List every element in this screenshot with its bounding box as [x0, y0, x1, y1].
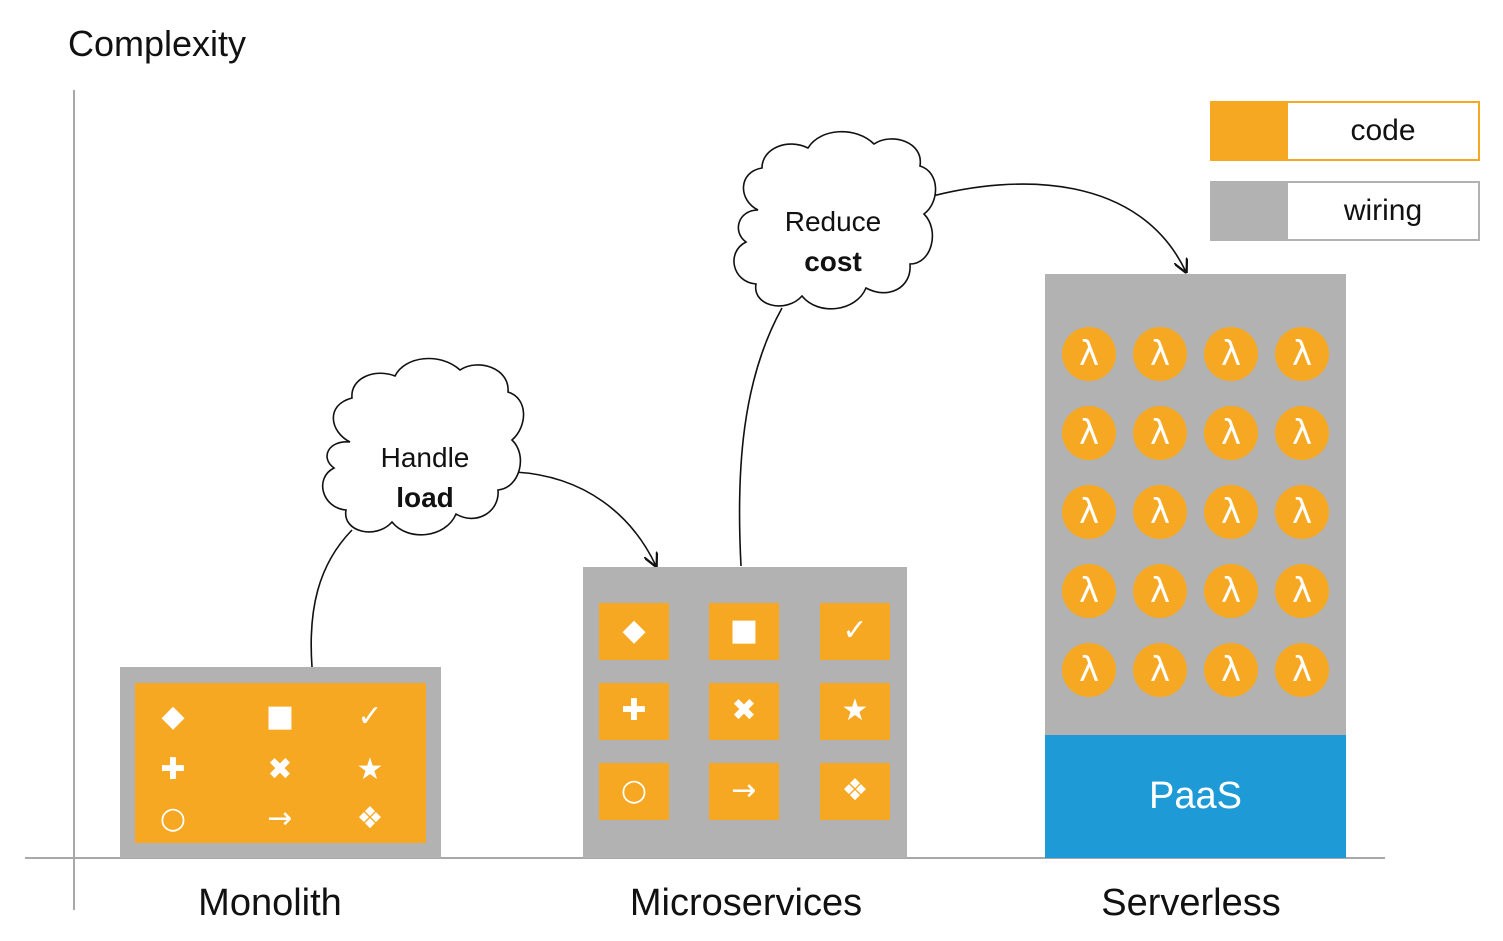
monolith-x-mark-icon: ✖ — [267, 752, 293, 787]
lambda-function-icon: λ — [1275, 643, 1329, 697]
lambda-function-icon: λ — [1275, 327, 1329, 381]
connector-monolith-to-cloud — [310, 529, 353, 668]
arrow-to-microservices — [514, 471, 656, 566]
paas-block: PaaS — [1045, 735, 1346, 858]
lambda-function-icon: λ — [1062, 406, 1116, 460]
monolith-icon-grid: ◆ ■ ✓ ✚ ✖ ★ ○ → ❖ — [135, 683, 426, 843]
microservice-tile: ✚ — [599, 683, 669, 740]
monolith-code-block — [135, 683, 426, 843]
lambda-function-icon: λ — [1204, 643, 1258, 697]
monolith-square-icon: ■ — [265, 699, 295, 734]
lambda-function-icon: λ — [1062, 564, 1116, 618]
microservice-diamond-icon: ◆ — [622, 613, 646, 648]
monolith-arrow-right-icon: → — [267, 801, 293, 836]
category-label-monolith: Monolith — [198, 882, 342, 924]
cloud-handle-load-line1: Handle — [380, 442, 470, 473]
lambda-function-icon: λ — [1204, 564, 1258, 618]
cloud-reduce-cost — [733, 130, 937, 310]
microservice-tile: ✖ — [709, 683, 779, 740]
connector-microservices-to-cloud — [738, 307, 783, 567]
monolith-star-icon: ★ — [356, 752, 384, 787]
microservice-tile: → — [709, 763, 779, 820]
lambda-function-icon: λ — [1062, 327, 1116, 381]
legend-item-wiring: wiring — [1210, 181, 1480, 241]
cloud-reduce-cost-line1: Reduce — [784, 206, 882, 237]
legend-label-code: code — [1350, 114, 1416, 147]
lambda-function-icon: λ — [1204, 406, 1258, 460]
lambda-function-icon: λ — [1204, 485, 1258, 539]
monolith-plus-icon: ✚ — [160, 752, 186, 787]
legend-swatch-wiring — [1212, 183, 1288, 239]
monolith-circle-icon: ○ — [159, 801, 187, 836]
lambda-function-icon: λ — [1133, 406, 1187, 460]
microservice-tile: ■ — [709, 603, 779, 660]
microservice-arrow-right-icon: → — [731, 773, 757, 808]
category-label-microservices: Microservices — [629, 882, 863, 924]
lambda-function-icon: λ — [1133, 485, 1187, 539]
cloud-reduce-cost-text: Reduce cost — [733, 202, 933, 282]
lambda-function-icon: λ — [1275, 485, 1329, 539]
legend-item-code: code — [1210, 101, 1480, 161]
microservice-tile: ✓ — [820, 603, 890, 660]
lambda-function-icon: λ — [1133, 327, 1187, 381]
cloud-reduce-cost-line2: cost — [804, 246, 862, 277]
lambda-function-icon: λ — [1062, 485, 1116, 539]
monolith-diamond-icon: ◆ — [161, 699, 185, 734]
microservice-four-diamonds-icon: ❖ — [841, 773, 869, 808]
category-label-serverless: Serverless — [1101, 882, 1281, 924]
arrow-to-serverless — [924, 183, 1186, 272]
microservice-circle-icon: ○ — [620, 773, 648, 808]
microservice-checkmark-icon: ✓ — [842, 613, 868, 648]
microservice-star-icon: ★ — [841, 693, 869, 728]
microservice-x-mark-icon: ✖ — [731, 693, 757, 728]
legend-swatch-code — [1212, 103, 1288, 159]
lambda-function-icon: λ — [1133, 564, 1187, 618]
lambda-function-icon: λ — [1062, 643, 1116, 697]
lambda-function-icon: λ — [1133, 643, 1187, 697]
x-axis — [25, 857, 1385, 859]
lambda-function-icon: λ — [1275, 406, 1329, 460]
cloud-handle-load-line2: load — [396, 482, 454, 513]
microservice-plus-icon: ✚ — [621, 693, 647, 728]
y-axis-title: Complexity — [68, 23, 247, 64]
monolith-four-diamonds-icon: ❖ — [356, 801, 384, 836]
microservice-tile: ◆ — [599, 603, 669, 660]
cloud-handle-load-text: Handle load — [325, 438, 525, 518]
microservice-tile: ○ — [599, 763, 669, 820]
lambda-function-icon: λ — [1204, 327, 1258, 381]
microservice-square-icon: ■ — [729, 613, 759, 648]
lambda-function-icon: λ — [1275, 564, 1329, 618]
legend-label-wiring: wiring — [1343, 194, 1423, 227]
monolith-checkmark-icon: ✓ — [357, 699, 383, 734]
microservice-tile: ★ — [820, 683, 890, 740]
microservice-tile: ❖ — [820, 763, 890, 820]
y-axis — [73, 90, 75, 910]
cloud-handle-load — [322, 357, 525, 536]
